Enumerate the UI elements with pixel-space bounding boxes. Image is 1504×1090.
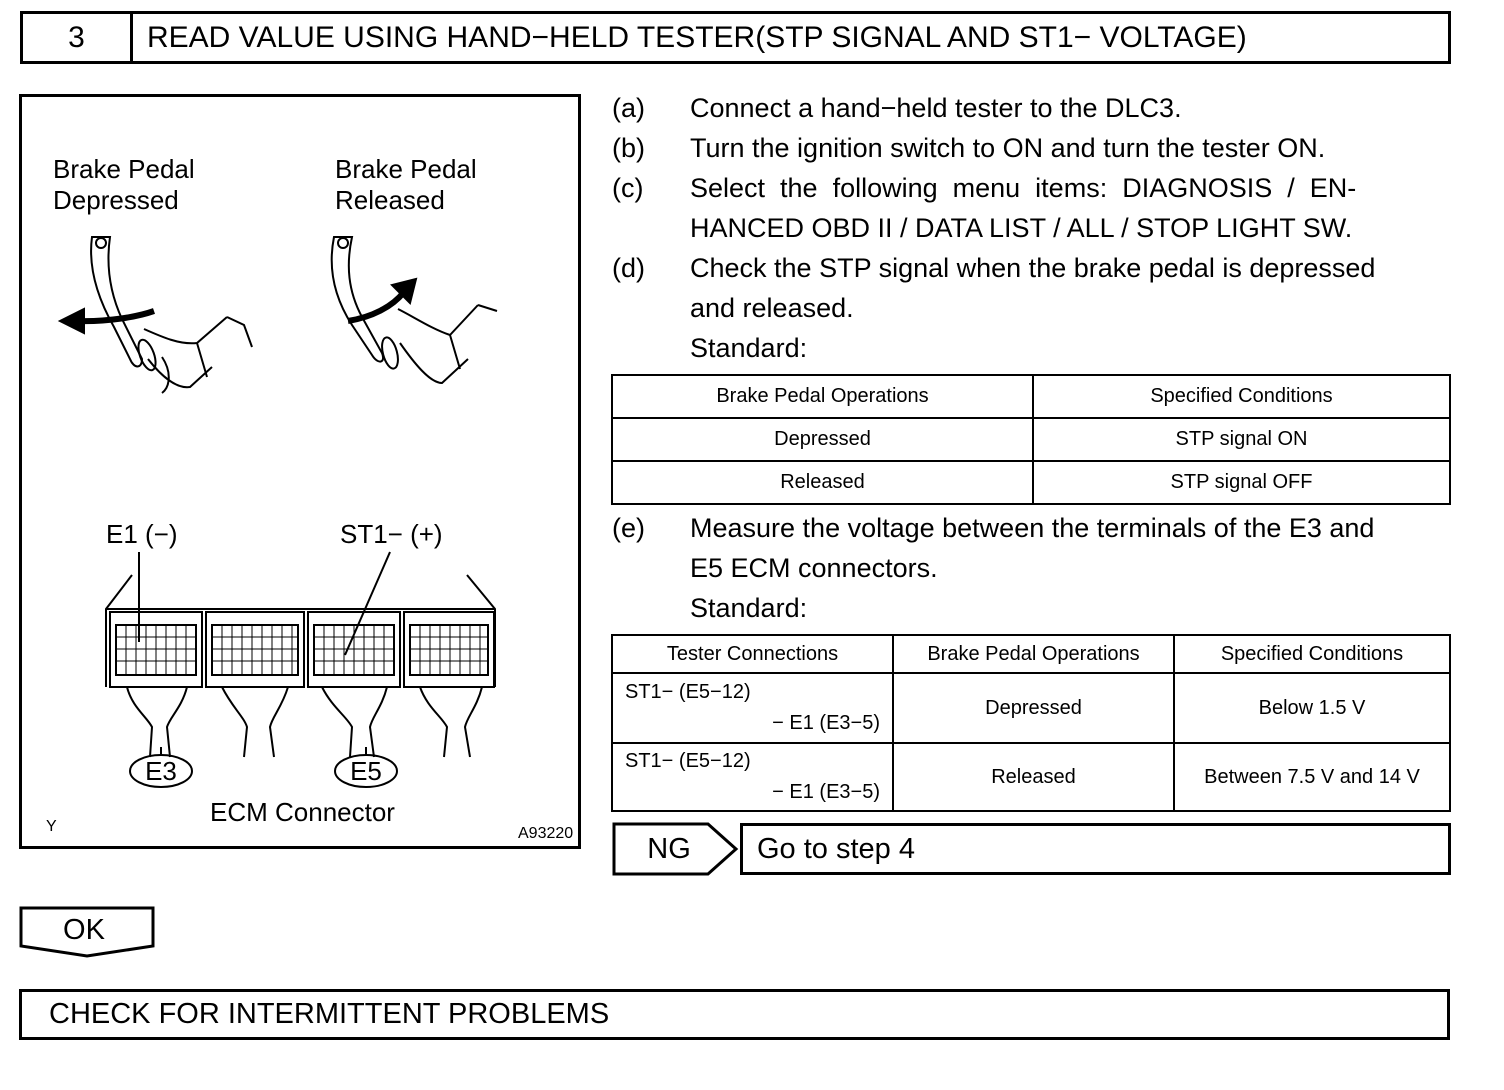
ng-label: NG (647, 832, 691, 865)
step-b-label: (b) (612, 133, 645, 163)
table-cell: STP signal ON (1032, 417, 1451, 462)
label-depressed-line1: Brake Pedal (53, 154, 195, 184)
table-cell-connection: ST1− (E5−12) − E1 (E3−5) (611, 742, 894, 812)
table-row: Released STP signal OFF (611, 460, 1451, 505)
table-cell: Depressed (892, 672, 1175, 744)
table-header-cell: Brake Pedal Operations (611, 374, 1034, 419)
table-cell: Released (611, 460, 1034, 505)
label-released-line1: Brake Pedal (335, 154, 477, 184)
brake-pedal-drawing (57, 236, 498, 394)
table-row: Depressed STP signal ON (611, 417, 1451, 462)
label-e1-terminal: E1 (−) (106, 519, 178, 549)
label-released-line2: Released (335, 185, 445, 215)
table-header-cell: Brake Pedal Operations (892, 634, 1175, 674)
table-header-row: Tester Connections Brake Pedal Operation… (611, 634, 1451, 674)
step-d-line2: and released. (690, 293, 854, 323)
step-e-line1: Measure the voltage between the terminal… (690, 513, 1375, 543)
connector-tag-e5: E5 (350, 756, 382, 786)
step-d-standard: Standard: (690, 333, 808, 363)
table-cell: Released (892, 742, 1175, 812)
ng-target: Go to step 4 (740, 823, 1451, 875)
table-cell-connection: ST1− (E5−12) − E1 (E3−5) (611, 672, 894, 744)
table-header-cell: Specified Conditions (1032, 374, 1451, 419)
illustration-panel: Brake Pedal Depressed Brake Pedal Releas… (19, 94, 581, 849)
step-c-label: (c) (612, 173, 644, 203)
final-step: CHECK FOR INTERMITTENT PROBLEMS (19, 989, 1450, 1040)
connection-positive: ST1− (E5−12) (625, 750, 751, 772)
figure-corner-code: Y (46, 818, 57, 835)
step-e-label: (e) (612, 513, 645, 543)
ng-arrow-shape (612, 822, 739, 876)
table-cell: STP signal OFF (1032, 460, 1451, 505)
voltage-table: Tester Connections Brake Pedal Operation… (611, 634, 1451, 812)
step-b-line1: Turn the ignition switch to ON and turn … (690, 133, 1326, 163)
ok-arrow: OK (19, 906, 157, 958)
table-header-cell: Specified Conditions (1173, 634, 1451, 674)
connection-positive: ST1− (E5−12) (625, 681, 751, 703)
stp-signal-table: Brake Pedal Operations Specified Conditi… (611, 374, 1451, 505)
step-c-line2: HANCED OBD II / DATA LIST / ALL / STOP L… (690, 213, 1353, 243)
connection-negative: − E1 (E3−5) (772, 781, 880, 803)
connection-negative: − E1 (E3−5) (772, 712, 880, 734)
step-a-label: (a) (612, 93, 645, 123)
step-number: 3 (23, 14, 133, 61)
step-a-line1: Connect a hand−held tester to the DLC3. (690, 93, 1182, 123)
step-header: 3 READ VALUE USING HAND−HELD TESTER(STP … (20, 11, 1451, 64)
step-title: READ VALUE USING HAND−HELD TESTER(STP SI… (147, 20, 1247, 54)
table-header-cell: Tester Connections (611, 634, 894, 674)
step-c-line1: Select the following menu items: DIAGNOS… (690, 173, 1357, 203)
ecm-connector-drawing (105, 551, 496, 788)
table-row: ST1− (E5−12) − E1 (E3−5) Depressed Below… (611, 672, 1451, 744)
step-e-line2: E5 ECM connectors. (690, 553, 938, 583)
table-row: ST1− (E5−12) − E1 (E3−5) Released Betwee… (611, 742, 1451, 812)
connector-tag-e3: E3 (145, 756, 177, 786)
ok-arrow-shape (19, 906, 155, 958)
label-st1-terminal: ST1− (+) (340, 519, 443, 549)
step-d-line1: Check the STP signal when the brake peda… (690, 253, 1376, 283)
figure-id: A93220 (518, 825, 574, 842)
table-cell: Depressed (611, 417, 1034, 462)
table-header-row: Brake Pedal Operations Specified Conditi… (611, 374, 1451, 419)
label-depressed-line2: Depressed (53, 185, 179, 215)
table-cell: Between 7.5 V and 14 V (1173, 742, 1451, 812)
table-cell: Below 1.5 V (1173, 672, 1451, 744)
ok-label: OK (63, 913, 105, 946)
ng-arrow: NG (612, 822, 740, 876)
step-d-label: (d) (612, 253, 645, 283)
figure-caption: ECM Connector (210, 797, 395, 827)
step-e-standard: Standard: (690, 593, 808, 623)
